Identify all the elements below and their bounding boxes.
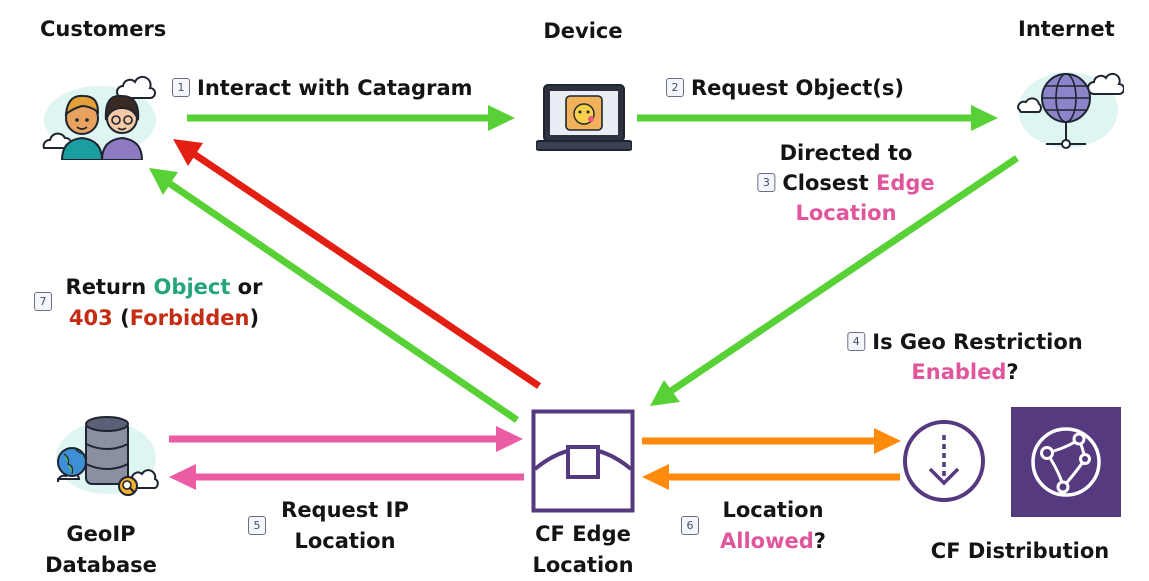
arrow-step4 [642,428,901,454]
edge-location-icon [531,409,635,513]
step3-number: 3 [757,173,776,192]
arrow-step2 [637,105,998,131]
step2-number: 2 [666,78,684,97]
arrow-step5-response [169,464,524,490]
geoip-title: GeoIP Database [45,522,157,577]
arrow-step5-request [169,426,523,452]
arrow-step1 [187,105,515,131]
database-icon [56,416,159,496]
download-circle-icon [903,420,985,502]
customers-icon [42,75,156,160]
customers-title: Customers [40,17,167,41]
arrow-step7-object [149,168,519,423]
arrow-step3 [650,155,1019,406]
arrow-step7-forbidden [173,139,541,389]
step6-label: Location Allowed? [720,498,826,553]
laptop-icon [536,84,632,151]
cf-distribution-title: CF Distribution [930,539,1110,563]
globe-icon [1017,72,1124,149]
step7-number: 7 [34,292,52,311]
internet-title: Internet [1018,17,1115,41]
arrow-step6 [642,464,900,490]
cloudfront-icon [1011,407,1121,517]
device-title: Device [543,19,623,43]
step4-number: 4 [847,332,866,351]
step7-label: Return Object or 403 (Forbidden) [65,275,263,330]
step6-number: 6 [681,516,699,535]
step5-number: 5 [248,516,266,535]
step1-number: 1 [172,78,190,97]
step5-label: Request IP Location [281,498,409,553]
cf-edge-title: CF Edge Location [532,522,634,577]
